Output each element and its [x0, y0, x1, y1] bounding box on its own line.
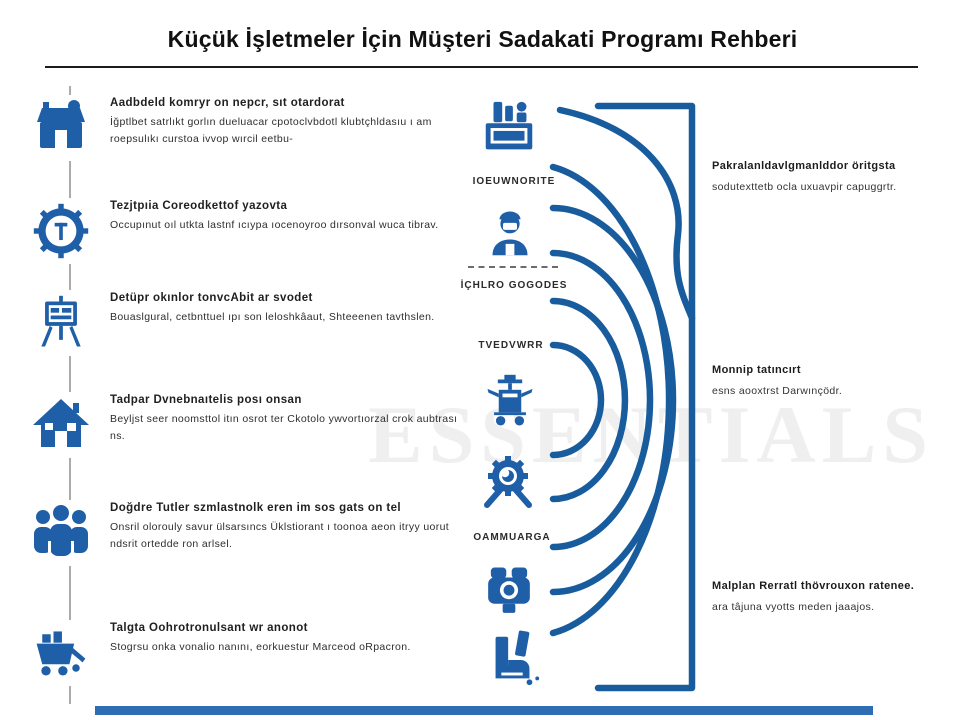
step-2-text: Tezjtpıia Coreodkettof yazovta Occupınut…: [110, 198, 439, 264]
page-title: Küçük İşletmeler İçin Müşteri Sadakati P…: [167, 26, 798, 52]
note-body: ara tâjuna vyotts meden jaaajos.: [712, 600, 875, 613]
camera-icon: [480, 563, 538, 621]
step-heading: Detüpr okınlor tonvcAbit ar svodet: [110, 292, 313, 304]
step-3-text: Detüpr okınlor tonvcAbit ar svodet Bouas…: [110, 290, 435, 356]
note-body: esns aooxtrst Darwınçödr.: [712, 384, 843, 397]
presentation-easel-icon: [28, 290, 94, 356]
dashed-divider: [468, 266, 558, 268]
center-label-2: İÇHLRO GOGODES: [460, 280, 568, 291]
step-body: Beyljst seer noomsttol itın osrot ter Ck…: [110, 413, 458, 442]
step-body: Bouaslgural, cetbnttuel ıpı son leloshkâ…: [110, 311, 435, 323]
arc-3: [549, 249, 654, 551]
step-1-text: Aadbdeld komryr on nepcr, sıt otardorat …: [110, 95, 458, 161]
step-3: Detüpr okınlor tonvcAbit ar svodet Bouas…: [28, 290, 470, 356]
note-heading: Pakralanldavlgmanlddor öritgsta: [712, 160, 896, 172]
center-label-4: OAMMUARGA: [473, 532, 551, 543]
step-5: Doğdre Tutler szmlastnolk eren im sos ga…: [28, 500, 470, 566]
arc-4: [549, 297, 629, 503]
step-body: Onsril olorouly savur ülsarsıncs Üklstio…: [110, 521, 450, 550]
cleaning-tools-icon: [482, 628, 544, 690]
arc-5: [549, 341, 605, 459]
service-counter-icon: [478, 98, 540, 160]
right-note-3: Malplan Rerratl thövrouxon ratenee. ara …: [712, 578, 950, 615]
title-divider: [45, 66, 918, 68]
footer-accent-bar: [95, 706, 873, 715]
step-1: Aadbdeld komryr on nepcr, sıt otardorat …: [28, 95, 470, 161]
step-2: Tezjtpıia Coreodkettof yazovta Occupınut…: [28, 198, 470, 264]
step-heading: Tezjtpıia Coreodkettof yazovta: [110, 200, 288, 212]
step-6: Talgta Oohrotronulsant wr anonot Stogrsu…: [28, 620, 470, 686]
quality-badge-icon: [476, 452, 540, 516]
step-5-text: Doğdre Tutler szmlastnolk eren im sos ga…: [110, 500, 458, 566]
note-heading: Malplan Rerratl thövrouxon ratenee.: [712, 580, 915, 592]
arc-1: [549, 163, 673, 637]
loyalty-coin-icon: [28, 198, 94, 264]
bracket-line: [594, 102, 696, 692]
shopping-cart-icon: [28, 620, 94, 686]
step-4-text: Tadpar Dvnebnaıtelis posı onsan Beyljst …: [110, 392, 458, 458]
center-label-1: IOEUWNORITE: [472, 176, 556, 187]
step-6-text: Talgta Oohrotronulsant wr anonot Stogrsu…: [110, 620, 411, 686]
step-heading: Aadbdeld komryr on nepcr, sıt otardorat: [110, 97, 345, 109]
step-heading: Talgta Oohrotronulsant wr anonot: [110, 622, 308, 634]
step-body: İğptlbet satrlıkt gorlın dueluacar cpoto…: [110, 116, 432, 145]
podium-cart-icon: [480, 372, 540, 432]
center-label-3: TVEDVWRR: [478, 340, 544, 351]
house-icon: [28, 392, 94, 458]
step-heading: Doğdre Tutler szmlastnolk eren im sos ga…: [110, 502, 401, 514]
step-body: Stogrsu onka vonalio nanını, eorkuestur …: [110, 641, 411, 653]
support-agent-icon: [482, 208, 538, 264]
right-note-1: Pakralanldavlgmanlddor öritgsta sodutext…: [712, 158, 950, 195]
step-4: Tadpar Dvnebnaıtelis posı onsan Beyljst …: [28, 392, 470, 458]
note-body: sodutexttetb ocla uxuavpir capuggrtr.: [712, 180, 897, 193]
note-heading: Monnip tatıncırt: [712, 364, 801, 376]
step-heading: Tadpar Dvnebnaıtelis posı onsan: [110, 394, 302, 406]
step-body: Occupınut oıl utkta lastnf ıcıypa ıoceno…: [110, 219, 439, 231]
right-note-2: Monnip tatıncırt esns aooxtrst Darwınçöd…: [712, 362, 950, 399]
customer-group-icon: [28, 500, 94, 566]
storefront-icon: [28, 95, 94, 161]
